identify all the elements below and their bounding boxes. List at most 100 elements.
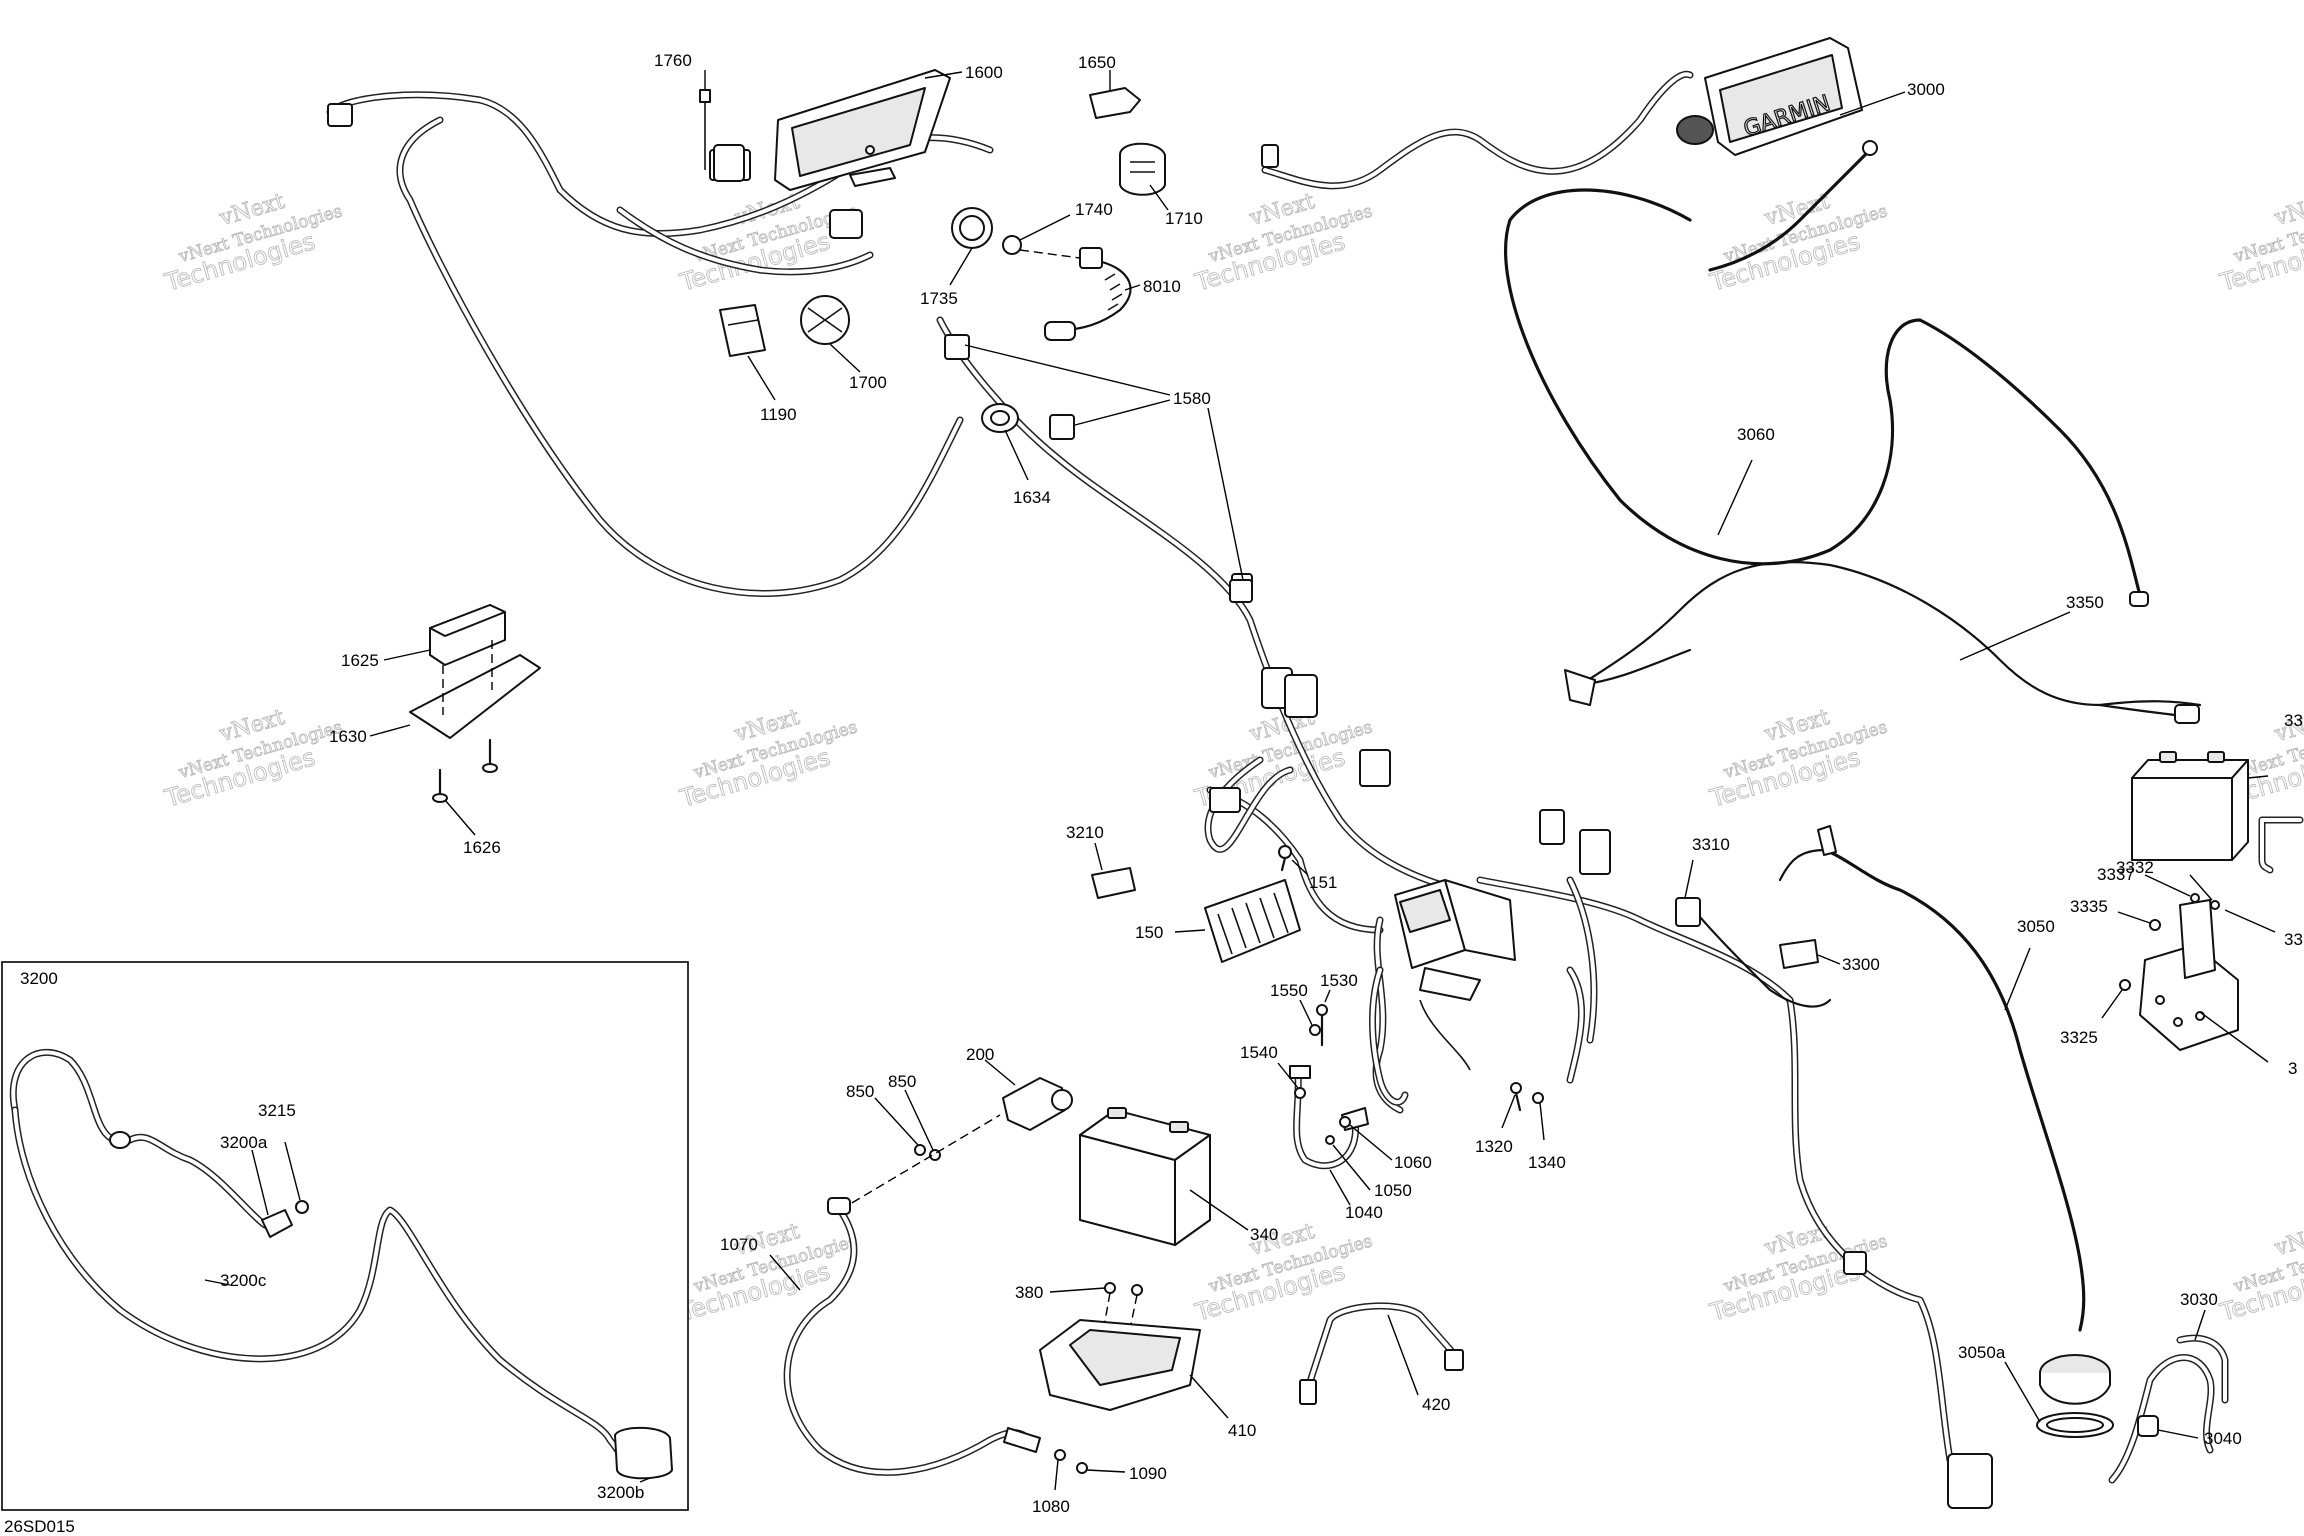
connector-icon [1579, 829, 1611, 875]
part-1070-battery-cable [769, 1197, 1041, 1476]
fuse-box-cable [1568, 968, 1584, 1082]
part-3332-screw [2189, 874, 2220, 910]
part-battery-tray-right [2139, 899, 2269, 1063]
label-3310: 3310 [1692, 835, 1730, 854]
label-1090: 1090 [1129, 1464, 1167, 1483]
part-battery-strap-right [2258, 816, 2304, 874]
watermark: vNext vNext Technologies Technologies [1706, 704, 1890, 813]
label-3030: 3030 [2180, 1290, 2218, 1309]
part-3050-cable [1778, 825, 2086, 1332]
label-1760: 1760 [654, 51, 692, 70]
part-1090-washer [1076, 1462, 1126, 1474]
part-1320-screw [1501, 1082, 1522, 1129]
connector-icon [1947, 1453, 1993, 1509]
part-200-starter-solenoid [984, 1059, 1073, 1131]
part-150-voltage-regulator [1174, 879, 1301, 963]
part-1740-nut [1002, 214, 1071, 255]
label-1190: 1190 [760, 405, 797, 424]
connector-icon [1359, 749, 1391, 787]
part-battery-right [2131, 751, 2269, 861]
watermark: vNext vNext Technologies Technologies [161, 188, 345, 297]
label-1550: 1550 [1270, 981, 1308, 1000]
part-3210-relay [1091, 842, 1136, 899]
part-1050-nut [1325, 1135, 1371, 1191]
part-3310-harness [1675, 859, 1832, 1008]
part-1190-relay [719, 304, 776, 401]
connector-icon [1539, 809, 1565, 845]
label-1625: 1625 [341, 651, 379, 670]
label-1340: 1340 [1528, 1153, 1566, 1172]
part-1634-outlet [981, 403, 1029, 481]
part-340-battery [1079, 1107, 1249, 1246]
label-850-b: 850 [888, 1072, 916, 1091]
part-1600-instrument-cluster [774, 69, 963, 191]
watermark: vNext vNext Technologies Technologies [676, 704, 860, 813]
part-850-nuts [874, 1089, 941, 1161]
label-3337: 3337 [2097, 865, 2135, 884]
gps-power-wire [1261, 70, 1694, 190]
connector-icon [1284, 674, 1318, 718]
part-1625-module [383, 604, 506, 666]
label-33-top: 33 [2284, 711, 2303, 730]
label-1630: 1630 [329, 727, 367, 746]
part-3050a-gauge [2004, 1354, 2114, 1438]
fuse-box-wire [1419, 999, 1471, 1071]
part-1626-screws [432, 738, 498, 836]
label-3325: 3325 [2060, 1028, 2098, 1047]
label-1735: 1735 [920, 289, 958, 308]
label-3335: 3335 [2070, 897, 2108, 916]
label-340: 340 [1250, 1225, 1278, 1244]
connector-icon [829, 209, 863, 239]
connector-icon [327, 103, 353, 127]
watermark: vNext vNext Technologies Technologies [2216, 1218, 2304, 1327]
part-1550-washer [1299, 999, 1321, 1036]
part-151-screw [1278, 845, 1309, 876]
fuse-box [1394, 879, 1516, 1001]
watermark: vNext vNext Technologies Technologies [161, 704, 345, 813]
label-1060: 1060 [1394, 1153, 1432, 1172]
part-3060-cable [1504, 140, 2149, 607]
part-3215-screw [295, 1200, 309, 1214]
assembly-line [839, 1114, 1001, 1211]
connector-icon [1209, 787, 1241, 813]
watermark-text: vNext [2271, 189, 2304, 232]
part-3335-nut [2117, 911, 2161, 931]
label-1700: 1700 [849, 373, 887, 392]
label-3200a: 3200a [220, 1133, 268, 1152]
part-3325-nut [2101, 979, 2131, 1019]
part-3200b-connector [614, 1426, 673, 1480]
part-3300-sensor [1779, 939, 1841, 969]
label-200: 200 [966, 1045, 994, 1064]
part-3000-gps-display: GARMIN [1676, 37, 1906, 156]
label-410: 410 [1228, 1421, 1256, 1440]
label-3200-inset: 3200 [20, 969, 58, 988]
label-1050: 1050 [1374, 1181, 1412, 1200]
label-1320: 1320 [1475, 1137, 1513, 1156]
leader-line [2224, 909, 2276, 933]
label-1540: 1540 [1240, 1043, 1278, 1062]
main-wire-harness [326, 91, 1954, 1464]
label-3000: 3000 [1907, 80, 1945, 99]
part-1540-nut [1277, 1062, 1306, 1099]
label-1634: 1634 [1013, 488, 1051, 507]
watermark: vNext vNext Technologies Technologies [676, 1218, 860, 1327]
connector-icon [1843, 1251, 1867, 1275]
part-1580-clips [944, 334, 1253, 603]
label-3210: 3210 [1066, 823, 1104, 842]
part-number-labels: 1760 1600 1650 3000 1740 1710 1735 8010 … [4, 51, 2303, 1536]
part-420-battery-strap [1299, 1302, 1464, 1405]
watermark: vNext vNext Technologies Technologies [2216, 188, 2304, 297]
label-1740: 1740 [1075, 200, 1113, 219]
label-3040: 3040 [2204, 1429, 2242, 1448]
assembly-line [1019, 249, 1081, 259]
label-3350: 3350 [2066, 593, 2104, 612]
part-410-battery-tray [1039, 1319, 1229, 1419]
part-1080-nut [1054, 1449, 1066, 1491]
label-1080: 1080 [1032, 1497, 1070, 1516]
connector-icon [713, 144, 745, 182]
label-3200b: 3200b [597, 1483, 644, 1502]
part-1710-connector [1119, 142, 1169, 211]
watermark: vNext vNext Technologies Technologies [1191, 188, 1375, 297]
part-3337-screw [2144, 874, 2200, 903]
